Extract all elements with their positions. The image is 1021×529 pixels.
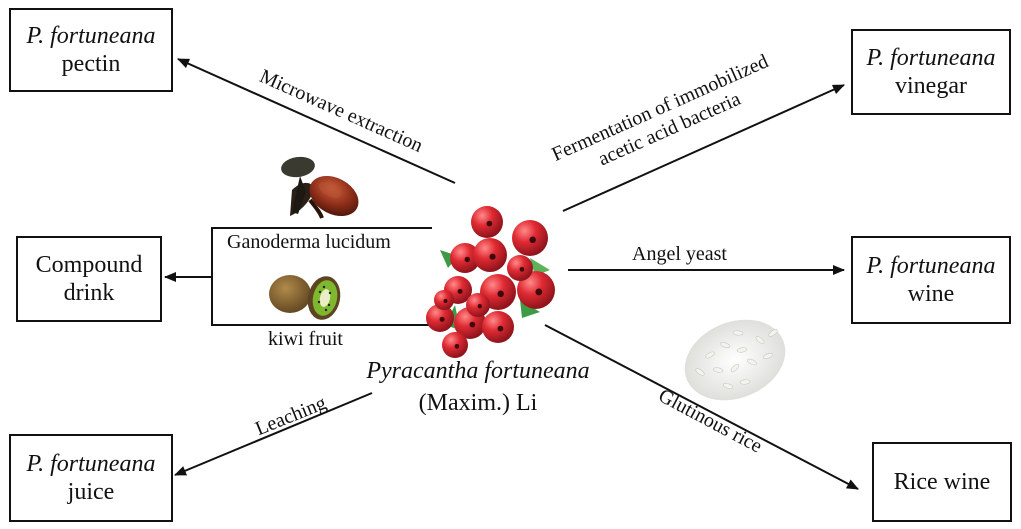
center-species-latin: Pyracantha fortuneana <box>366 358 590 384</box>
glutinous-rice-image <box>684 319 786 401</box>
vinegar-box-product: vinegar <box>895 73 967 99</box>
berry-calyx <box>469 321 476 328</box>
arrow-leaching <box>174 392 373 476</box>
ingredient-label-kiwi: kiwi fruit <box>268 328 343 350</box>
pectin-box-species: P. fortuneana <box>26 22 156 49</box>
juice-box-product: juice <box>67 479 115 505</box>
berry <box>512 220 548 256</box>
berry <box>517 271 555 309</box>
juice-box-species: P. fortuneana <box>26 450 156 477</box>
vinegar-box-species: P. fortuneana <box>866 44 996 71</box>
berry <box>466 293 490 317</box>
compound-drink-line2: drink <box>63 280 115 306</box>
pyracantha-berries-image <box>426 206 555 358</box>
wine-box: P. fortuneana wine <box>851 236 1011 324</box>
berry-calyx <box>489 253 496 260</box>
pectin-box-product: pectin <box>61 51 121 77</box>
rice-wine-box-product: Rice wine <box>893 468 991 495</box>
berry <box>471 206 503 238</box>
berry <box>442 332 468 358</box>
berry <box>450 243 480 273</box>
berry-calyx <box>497 290 504 298</box>
berry <box>482 311 514 343</box>
berry-calyx <box>529 236 536 244</box>
center-species-name: Pyracantha fortuneana (Maxim.) Li <box>348 355 608 420</box>
arrow-fermentation <box>562 84 845 212</box>
berry-calyx <box>519 266 525 272</box>
berry-calyx <box>535 288 543 296</box>
ganoderma-mushroom-image <box>281 156 359 219</box>
kiwi-fruit-image <box>269 275 341 320</box>
berry-calyx <box>464 256 470 263</box>
berry-calyx <box>457 288 463 294</box>
berry <box>426 304 454 332</box>
berry <box>473 238 507 272</box>
berry-calyx <box>486 220 493 227</box>
wine-box-product: wine <box>907 281 955 307</box>
berry-calyx <box>477 304 482 309</box>
wine-box-species: P. fortuneana <box>866 252 996 279</box>
ingredients-bracket <box>211 227 432 326</box>
arrow-microwave-extraction <box>177 58 456 184</box>
vinegar-box: P. fortuneana vinegar <box>851 29 1011 115</box>
edge-label-angel-yeast: Angel yeast <box>632 243 727 265</box>
berry-calyx <box>454 343 460 349</box>
berry-calyx <box>439 316 445 322</box>
berry-calyx <box>497 325 504 332</box>
center-species-authority: (Maxim.) Li <box>418 390 538 417</box>
compound-drink-line1: Compound <box>35 251 143 278</box>
rice-wine-box: Rice wine <box>872 442 1012 522</box>
berry <box>507 255 533 281</box>
juice-box: P. fortuneana juice <box>9 434 173 522</box>
arrow-glutinous-rice <box>544 324 859 490</box>
compound-drink-box: Compound drink <box>16 236 162 322</box>
berry-calyx <box>443 299 448 303</box>
ingredient-label-ganoderma: Ganoderma lucidum <box>227 231 391 253</box>
pectin-box: P. fortuneana pectin <box>9 8 173 92</box>
